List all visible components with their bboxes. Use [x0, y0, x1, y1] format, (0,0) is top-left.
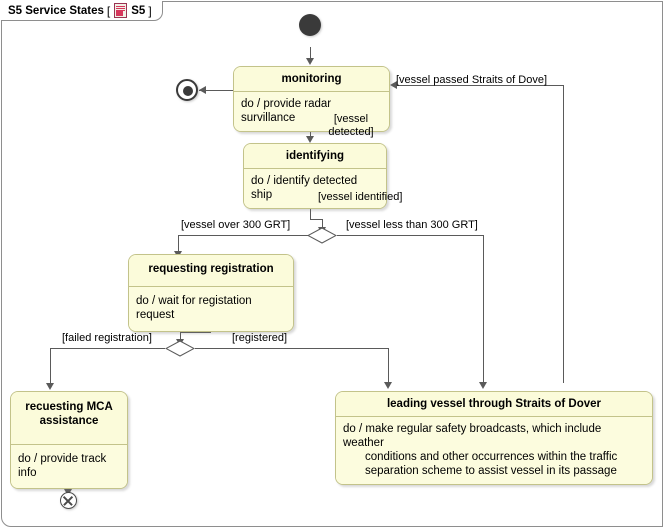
transition-reqreg-to-decision-h [180, 332, 211, 333]
transition-failedreg-h [50, 348, 165, 349]
state-recuesting-mca-separator [11, 444, 127, 445]
transition-identifying-to-decision-line2 [322, 219, 323, 228]
bracket-close: ] [148, 3, 152, 18]
state-requesting-registration-activity: do / wait for registation request [129, 287, 293, 331]
final-state[interactable] [176, 79, 198, 101]
state-requesting-registration-name: requesting registration [129, 255, 293, 286]
transition-registered-h [195, 348, 388, 349]
diagram-title-tab[interactable]: S5 Service States [ S5 ] [1, 1, 163, 21]
initial-state[interactable] [299, 14, 321, 36]
transition-monitoring-to-identifying-arrow [306, 136, 314, 143]
state-identifying[interactable]: identifying do / identify detected ship [243, 143, 387, 209]
state-identifying-name: identifying [244, 144, 386, 168]
diagram-title: S5 Service States [8, 4, 104, 17]
transition-less300-h [337, 235, 483, 236]
guard-vessel-detected-line2: detected] [328, 126, 374, 138]
transition-passed-v [563, 85, 564, 383]
transition-failedreg-arrow [46, 383, 54, 390]
decision-registration[interactable] [165, 340, 195, 357]
document-icon [114, 3, 128, 18]
state-recuesting-mca-name-line1: recuesting MCA [25, 401, 113, 413]
transition-less300-arrow [479, 382, 487, 389]
guard-vessel-detected: [vessel detected] [316, 113, 386, 139]
transition-over300-h [178, 235, 308, 236]
state-recuesting-mca-activity: do / provide track info [11, 445, 127, 488]
terminate-node[interactable] [60, 492, 77, 509]
guard-vessel-identified: [vessel identified] [318, 191, 403, 203]
package-label: S5 [131, 4, 146, 17]
transition-registered-v [388, 348, 389, 383]
transition-initial-to-monitoring-arrow [306, 58, 314, 65]
state-leading-vessel[interactable]: leading vessel through Straits of Dover … [335, 391, 653, 485]
state-recuesting-mca-name: recuesting MCA assistance [11, 392, 127, 444]
guard-failed-registration: [failed registration] [62, 332, 152, 344]
state-recuesting-mca-name-line2: assistance [39, 415, 99, 427]
state-monitoring-activity: do / provide radar survillance [234, 92, 389, 131]
state-identifying-activity: do / identify detected ship [244, 169, 386, 208]
guard-vessel-over-300-grt: [vessel over 300 GRT] [181, 219, 291, 231]
transition-monitoring-to-final-arrow [199, 86, 206, 94]
guard-registered: [registered] [232, 332, 288, 344]
decision-grt[interactable] [307, 227, 337, 244]
state-requesting-registration[interactable]: requesting registration do / wait for re… [128, 254, 294, 332]
transition-registered-arrow [384, 382, 392, 389]
state-monitoring-name: monitoring [234, 67, 389, 91]
state-requesting-registration-separator [129, 286, 293, 287]
transition-monitoring-to-final-line [199, 90, 233, 91]
state-leading-vessel-activity-line2: conditions and other occurrences within … [365, 451, 618, 463]
state-leading-vessel-separator [336, 416, 652, 417]
bracket-open: [ [106, 3, 111, 18]
guard-vessel-passed-straits: [vessel passed Straits of Dove] [396, 74, 548, 86]
transition-passed-h [397, 85, 563, 86]
state-monitoring[interactable]: monitoring do / provide radar survillanc… [233, 66, 390, 132]
transition-identifying-jog [310, 219, 322, 220]
state-monitoring-separator [234, 91, 389, 92]
transition-less300-v [483, 235, 484, 383]
guard-vessel-less-than-300-grt: [vessel less than 300 GRT] [346, 219, 478, 231]
transition-reqreg-to-decision-v2 [180, 332, 181, 340]
transition-passed-arrow [390, 81, 397, 89]
guard-vessel-detected-line1: [vessel [333, 113, 369, 125]
state-recuesting-mca-assistance[interactable]: recuesting MCA assistance do / provide t… [10, 391, 128, 489]
state-leading-vessel-name: leading vessel through Straits of Dover [336, 392, 652, 416]
transition-over300-v [178, 235, 179, 252]
transition-initial-to-monitoring-line [310, 47, 311, 59]
state-leading-vessel-activity: do / make regular safety broadcasts, whi… [336, 417, 652, 484]
transition-failedreg-v [50, 348, 51, 384]
state-leading-vessel-activity-line3: separation scheme to assist vessel in it… [365, 465, 617, 477]
state-identifying-separator [244, 168, 386, 169]
state-leading-vessel-activity-line1: do / make regular safety broadcasts, whi… [343, 423, 602, 449]
